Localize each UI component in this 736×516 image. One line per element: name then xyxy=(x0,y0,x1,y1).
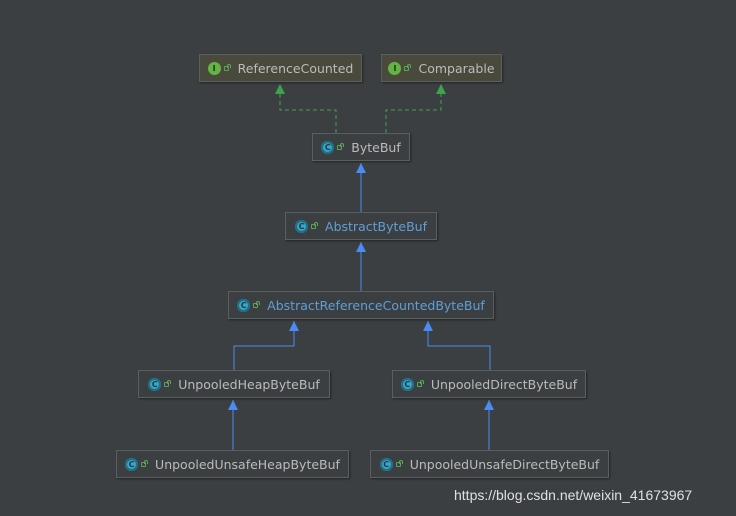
node-unpooled-unsafe-direct-bytebuf[interactable]: C UnpooledUnsafeDirectByteBuf xyxy=(370,450,609,478)
node-label: AbstractReferenceCountedByteBuf xyxy=(267,297,485,313)
public-lock-icon xyxy=(164,380,172,388)
node-abstract-reference-counted-bytebuf[interactable]: C AbstractReferenceCountedByteBuf xyxy=(228,291,494,319)
node-comparable[interactable]: I Comparable xyxy=(381,54,502,82)
public-lock-icon xyxy=(416,380,425,388)
implements-edge xyxy=(385,84,442,133)
public-lock-icon xyxy=(223,64,232,72)
node-abstract-bytebuf[interactable]: C AbstractByteBuf xyxy=(285,212,437,240)
interface-icon: I xyxy=(388,61,402,75)
class-icon: C xyxy=(400,377,414,391)
node-label: UnpooledDirectByteBuf xyxy=(430,376,578,392)
node-label: ReferenceCounted xyxy=(237,60,354,76)
implements-edge xyxy=(279,84,337,133)
arrowhead xyxy=(228,400,238,410)
arrowhead xyxy=(436,84,446,94)
arrowhead xyxy=(356,163,366,173)
extends-edge xyxy=(233,321,295,370)
node-label: AbstractByteBuf xyxy=(325,218,427,234)
arrowhead xyxy=(289,321,299,331)
watermark: https://blog.csdn.net/weixin_41673967 xyxy=(454,487,693,503)
class-icon: C xyxy=(379,457,393,471)
node-unpooled-direct-bytebuf[interactable]: C UnpooledDirectByteBuf xyxy=(392,370,586,398)
public-lock-icon xyxy=(141,460,149,468)
node-label: UnpooledHeapByteBuf xyxy=(178,376,320,392)
public-lock-icon xyxy=(395,460,404,468)
node-label: UnpooledUnsafeHeapByteBuf xyxy=(155,456,340,472)
node-label: UnpooledUnsafeDirectByteBuf xyxy=(409,456,600,472)
extends-edge xyxy=(427,321,491,370)
interface-icon: I xyxy=(207,61,221,75)
arrowhead xyxy=(275,84,285,94)
node-reference-counted[interactable]: I ReferenceCounted xyxy=(199,54,362,82)
abstract-class-icon: C xyxy=(237,298,251,312)
public-lock-icon xyxy=(404,64,412,72)
public-lock-icon xyxy=(337,143,345,151)
node-label: ByteBuf xyxy=(351,139,401,155)
node-label: Comparable xyxy=(418,60,495,76)
public-lock-icon xyxy=(253,301,261,309)
class-icon: C xyxy=(148,377,162,391)
abstract-class-icon: C xyxy=(295,219,309,233)
node-unpooled-unsafe-heap-bytebuf[interactable]: C UnpooledUnsafeHeapByteBuf xyxy=(116,450,349,478)
node-unpooled-heap-bytebuf[interactable]: C UnpooledHeapByteBuf xyxy=(138,370,330,398)
arrowhead xyxy=(423,321,433,331)
arrowhead xyxy=(484,400,494,410)
abstract-class-icon: C xyxy=(321,140,335,154)
public-lock-icon xyxy=(311,222,319,230)
arrowhead xyxy=(356,242,366,252)
node-bytebuf[interactable]: C ByteBuf xyxy=(312,133,410,161)
class-icon: C xyxy=(125,457,139,471)
